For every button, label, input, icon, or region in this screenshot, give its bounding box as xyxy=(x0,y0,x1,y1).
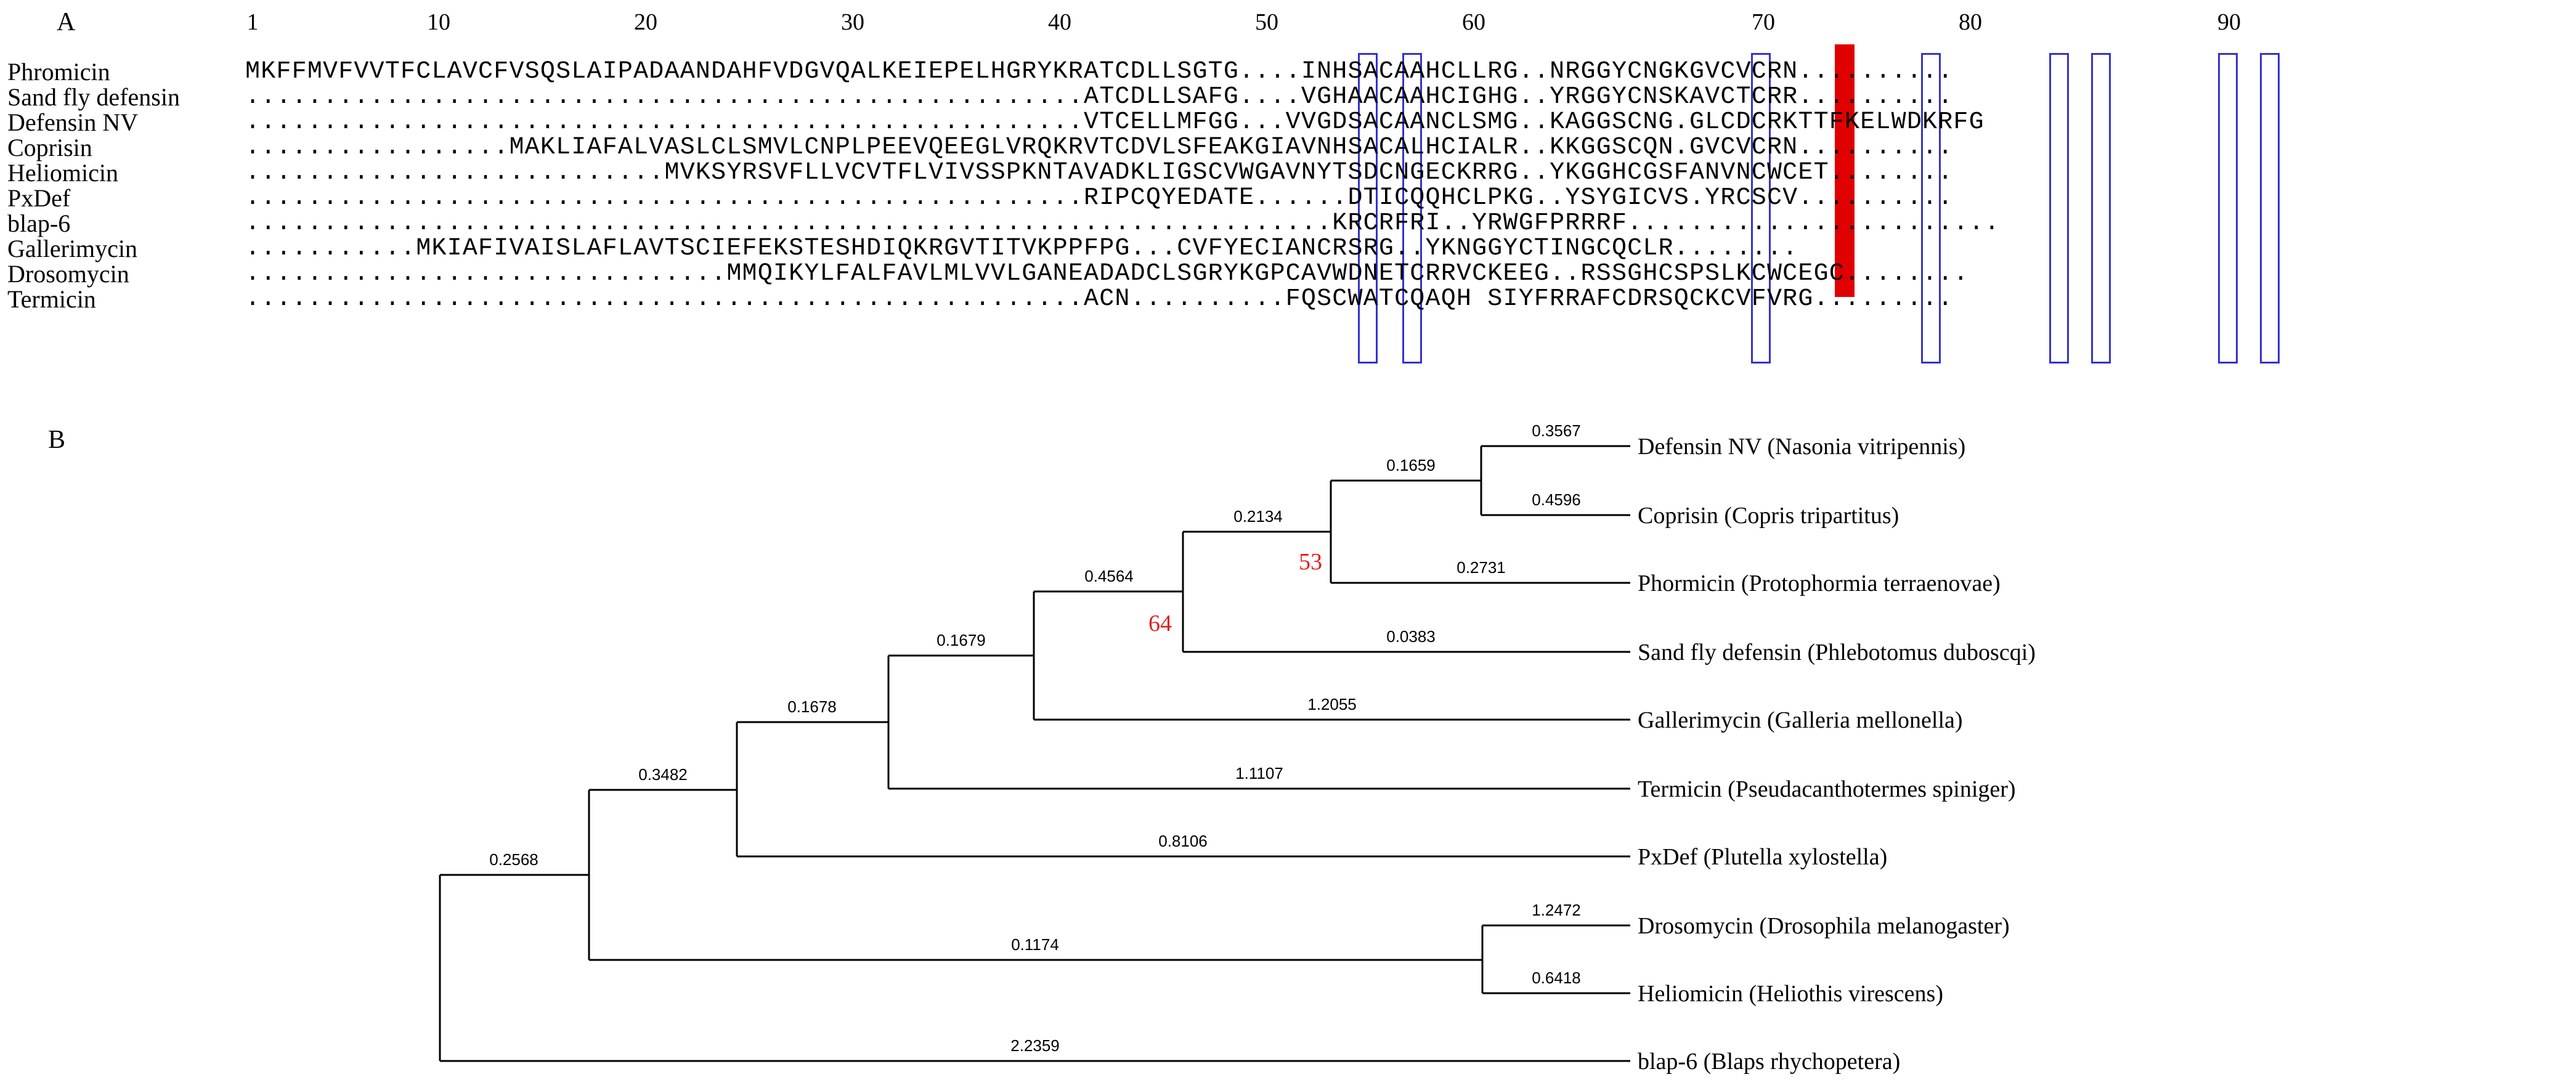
seq-name-blap-6: blap-6 xyxy=(7,209,71,237)
conserved-box-col81 xyxy=(2049,53,2069,364)
seq-name-pxdef: PxDef xyxy=(7,184,71,212)
seq-coprisin: .................MAKLIAFALVASLCLSMVLCNPL… xyxy=(245,134,1954,161)
leaf-heliomicin: Heliomicin (Heliothis virescens) xyxy=(1638,981,1943,1007)
bl-sand-fly: 0.0383 xyxy=(1386,627,1436,646)
ruler-mark-1: 1 xyxy=(246,9,259,35)
seq-name-gallerimycin: Gallerimycin xyxy=(7,235,138,262)
seq-name-phromicin: Phromicin xyxy=(7,58,110,86)
conserved-box-col92 xyxy=(2260,53,2280,364)
ruler-mark-70: 70 xyxy=(1752,9,1775,35)
ruler-mark-20: 20 xyxy=(634,9,657,35)
bl-clade-53: 0.2134 xyxy=(1233,507,1283,526)
bl-defensin-nv: 0.3567 xyxy=(1532,421,1581,440)
seq-name-coprisin: Coprisin xyxy=(7,134,92,161)
seq-sand-fly-defensin: ........................................… xyxy=(245,83,1954,111)
ruler-mark-80: 80 xyxy=(1959,9,1982,35)
conserved-box-col70 xyxy=(1751,53,1771,364)
bl-drosomycin: 1.2472 xyxy=(1532,901,1581,919)
ruler-mark-90: 90 xyxy=(2217,9,2241,35)
bl-pxdef: 0.8106 xyxy=(1158,832,1208,850)
conserved-box-col83 xyxy=(2091,53,2111,364)
bl-dros-helio: 0.1174 xyxy=(1011,935,1059,954)
seq-termicin: ........................................… xyxy=(245,285,1954,313)
leaf-coprisin: Coprisin (Copris tripartitus) xyxy=(1638,503,1899,529)
bl-heliomicin: 0.6418 xyxy=(1532,969,1581,987)
bl-blap6: 2.2359 xyxy=(1010,1036,1060,1055)
panel-a-label: A xyxy=(57,8,76,36)
seq-pxdef: ........................................… xyxy=(245,184,1954,212)
seq-name-heliomicin: Heliomicin xyxy=(7,159,118,187)
ruler-mark-60: 60 xyxy=(1462,9,1485,35)
bl-ingroup: 0.2568 xyxy=(489,850,538,869)
bl-clade-64: 0.4564 xyxy=(1084,567,1134,585)
bl-coprisin: 0.4596 xyxy=(1532,490,1581,509)
seq-blap-6: ........................................… xyxy=(245,209,2001,237)
seq-gallerimycin: ...........MKIAFIVAISLAFLAVTSCIEFEKSTESH… xyxy=(245,235,1798,262)
leaf-defensin-nv: Defensin NV (Nasonia vitripennis) xyxy=(1638,434,1966,460)
bl-gallerimycin: 1.2055 xyxy=(1307,695,1357,713)
leaf-blap-6: blap-6 (Blaps rhychopetera) xyxy=(1638,1049,1901,1075)
leaf-sand-fly-defensin: Sand fly defensin (Phlebotomus duboscqi) xyxy=(1638,640,2036,665)
leaf-drosomycin: Drosomycin (Drosophila melanogaster) xyxy=(1638,913,2010,939)
seq-phromicin: MKFFMVFVVTFCLAVCFVSQSLAIPADAANDAHFVDGVQA… xyxy=(245,58,1954,86)
conserved-box-col74 xyxy=(1921,53,1941,364)
panel-b-label: B xyxy=(48,426,66,454)
leaf-pxdef: PxDef (Plutella xylostella) xyxy=(1638,844,1888,870)
alignment-ruler: 1 10 20 30 40 50 60 70 80 90 xyxy=(0,9,2576,46)
conserved-box-col90 xyxy=(2218,53,2238,364)
conserved-cysteine-column xyxy=(1835,44,1855,297)
ruler-mark-50: 50 xyxy=(1255,9,1278,35)
seq-drosomycin: ...............................MMQIKYLFA… xyxy=(245,260,1969,288)
seq-defensin-nv: ........................................… xyxy=(245,108,1985,136)
bl-nv-coprisin: 0.1659 xyxy=(1386,456,1436,474)
leaf-gallerimycin: Gallerimycin (Galleria mellonella) xyxy=(1638,707,1963,733)
seq-name-sand-fly-defensin: Sand fly defensin xyxy=(7,83,180,111)
bl-termicin: 1.1107 xyxy=(1235,764,1283,782)
ruler-mark-30: 30 xyxy=(841,9,864,35)
leaf-termicin: Termicin (Pseudacanthotermes spiniger) xyxy=(1638,776,2016,802)
seq-name-drosomycin: Drosomycin xyxy=(7,260,129,288)
seq-name-defensin-nv: Defensin NV xyxy=(7,108,139,136)
bl-clade-p: 0.3482 xyxy=(638,765,688,784)
seq-heliomicin: ...........................MVKSYRSVFLLVC… xyxy=(245,159,1954,187)
ruler-mark-10: 10 xyxy=(427,9,450,35)
seq-name-termicin: Termicin xyxy=(7,285,96,313)
conserved-box-col57 xyxy=(1402,53,1422,364)
leaf-phormicin: Phormicin (Protophormia terraenovae) xyxy=(1638,571,2001,596)
bl-clade-t: 0.1678 xyxy=(787,697,837,716)
ruler-mark-40: 40 xyxy=(1048,9,1071,35)
bl-phormicin: 0.2731 xyxy=(1457,558,1506,577)
conserved-box-col55 xyxy=(1358,53,1378,364)
bootstrap-53: 53 xyxy=(1299,549,1322,575)
bl-clade-g: 0.1679 xyxy=(937,631,986,649)
bootstrap-64: 64 xyxy=(1148,611,1172,636)
